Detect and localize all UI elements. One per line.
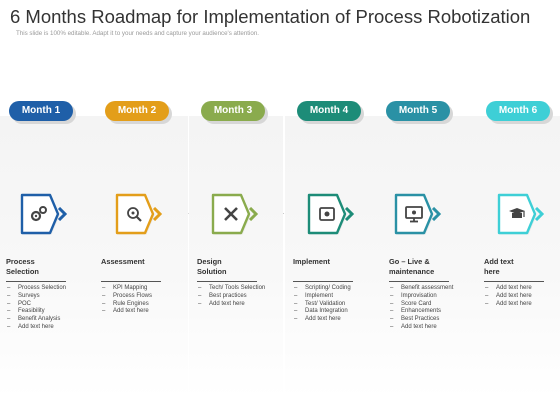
phase-items: Add text hereAdd text hereAdd text here	[485, 285, 532, 308]
monitor-gear-icon	[394, 193, 434, 235]
phase-items: Tech/ Tools SelectionBest practicesAdd t…	[198, 285, 265, 308]
list-item: KPI Mapping	[102, 285, 152, 293]
column-background	[379, 116, 473, 398]
list-item: Tech/ Tools Selection	[198, 285, 265, 293]
heading-divider	[293, 281, 353, 282]
phase-heading-line-2: Selection	[6, 266, 39, 276]
list-item: Best Practices	[390, 316, 453, 324]
phase-items: Scripting/ CodingImplementTest/ Validati…	[294, 285, 351, 324]
gear-cycle-icon	[307, 193, 347, 235]
gears-icon	[20, 193, 60, 235]
phase-heading-line-1: Implement	[293, 257, 330, 266]
phase-heading: Assessment	[101, 257, 181, 267]
month-label: Month 4	[297, 101, 361, 121]
column-background	[285, 116, 379, 398]
phase-heading: Go – Live &maintenance	[389, 257, 469, 276]
list-item: Add text here	[102, 308, 152, 316]
column-background	[189, 116, 283, 398]
list-item: Benefit assessment	[390, 285, 453, 293]
phase-heading-line-1: Add text	[484, 257, 514, 266]
list-item: Data Integration	[294, 308, 351, 316]
column-background	[473, 116, 560, 398]
heading-divider	[389, 281, 449, 282]
phase-items: KPI MappingProcess FlowsRule EnginesAdd …	[102, 285, 152, 316]
chevron-right-icon	[57, 207, 68, 221]
month-label: Month 3	[201, 101, 265, 121]
month-badge-4: Month 4	[297, 101, 364, 124]
magnifier-gear-icon	[115, 193, 155, 235]
month-badge-2: Month 2	[105, 101, 172, 124]
list-item: Scripting/ Coding	[294, 285, 351, 293]
list-item: Add text here	[485, 285, 532, 293]
month-label: Month 6	[486, 101, 550, 121]
phase-items: Benefit assessmentImprovisationScore Car…	[390, 285, 453, 332]
phase-heading: Implement	[293, 257, 373, 267]
month-label: Month 1	[9, 101, 73, 121]
list-item: Add text here	[7, 324, 66, 332]
phase-heading-line-1: Design	[197, 257, 222, 266]
chevron-right-icon	[152, 207, 163, 221]
phase-heading-line-2: Solution	[197, 266, 227, 276]
column-background	[94, 116, 188, 398]
list-item: POC	[7, 301, 66, 309]
graduation-cap-icon	[497, 193, 537, 235]
list-item: Add text here	[198, 301, 265, 309]
phase-heading-line-1: Process	[6, 257, 35, 266]
list-item: Feasibility	[7, 308, 66, 316]
month-badge-6: Month 6	[486, 101, 553, 124]
month-column-1	[0, 98, 94, 398]
list-item: Best practices	[198, 293, 265, 301]
month-badge-5: Month 5	[386, 101, 453, 124]
list-item: Add text here	[390, 324, 453, 332]
month-label: Month 5	[386, 101, 450, 121]
list-item: Add text here	[485, 293, 532, 301]
chevron-right-icon	[344, 207, 355, 221]
list-item: Enhancements	[390, 308, 453, 316]
month-column-6	[473, 98, 560, 398]
tools-icon	[211, 193, 251, 235]
list-item: Test/ Validation	[294, 301, 351, 309]
heading-divider	[6, 281, 66, 282]
phase-items: Process SelectionSurveysPOCFeasibilityBe…	[7, 285, 66, 332]
list-item: Score Card	[390, 301, 453, 309]
phase-heading-line-2: maintenance	[389, 266, 435, 276]
month-label: Month 2	[105, 101, 169, 121]
column-background	[0, 116, 94, 398]
phase-heading-line-1: Go – Live &	[389, 257, 430, 266]
list-item: Add text here	[485, 301, 532, 309]
chevron-right-icon	[534, 207, 545, 221]
phase-heading-line-2: here	[484, 266, 500, 276]
page-subtitle: This slide is 100% editable. Adapt it to…	[16, 30, 259, 37]
month-column-4	[285, 98, 379, 398]
chevron-right-icon	[248, 207, 259, 221]
list-item: Implement	[294, 293, 351, 301]
list-item: Add text here	[294, 316, 351, 324]
month-column-5	[379, 98, 473, 398]
list-item: Benefit Analysis	[7, 316, 66, 324]
month-column-2	[94, 98, 188, 398]
page-title: 6 Months Roadmap for Implementation of P…	[10, 6, 531, 27]
list-item: Rule Engines	[102, 301, 152, 309]
list-item: Surveys	[7, 293, 66, 301]
heading-divider	[484, 281, 544, 282]
heading-divider	[101, 281, 161, 282]
phase-heading-line-1: Assessment	[101, 257, 145, 266]
list-item: Improvisation	[390, 293, 453, 301]
list-item: Process Selection	[7, 285, 66, 293]
heading-divider	[197, 281, 257, 282]
month-badge-3: Month 3	[201, 101, 268, 124]
month-column-3	[189, 98, 283, 398]
list-item: Process Flows	[102, 293, 152, 301]
chevron-right-icon	[431, 207, 442, 221]
month-badge-1: Month 1	[9, 101, 76, 124]
